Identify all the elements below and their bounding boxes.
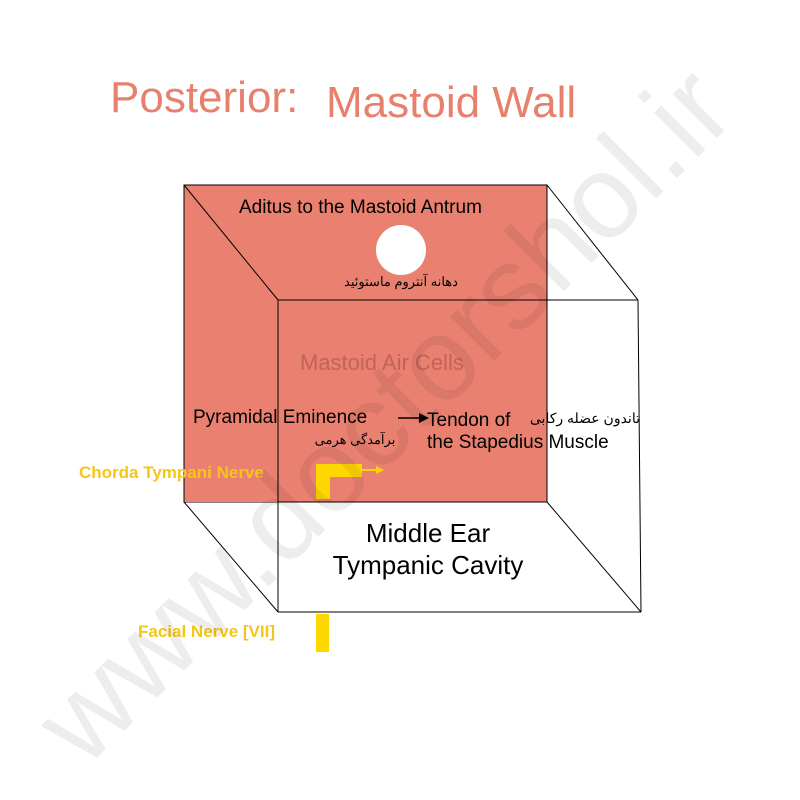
title-part1: Posterior:	[110, 73, 298, 122]
title-part2: Mastoid Wall	[326, 78, 576, 127]
tendon-label-line1: Tendon of	[427, 410, 511, 431]
cube-edges	[183, 184, 642, 613]
tendon-label-fa: تاندون عضله رکابی	[530, 410, 640, 427]
facial-nerve-label: Facial Nerve [VII]	[138, 622, 275, 641]
watermark: www.doctorshol.ir	[9, 41, 757, 789]
pyramidal-to-tendon-arrow	[398, 413, 429, 423]
chorda-tympani-label: Chorda Tympani Nerve	[79, 463, 264, 482]
left-face-fill	[184, 185, 278, 502]
aditus-label: Aditus to the Mastoid Antrum	[239, 197, 482, 218]
tendon-label-line2: the Stapedius Muscle	[427, 432, 609, 453]
middle-ear-label-line2: Tympanic Cavity	[333, 550, 524, 580]
middle-ear-label-line1: Middle Ear	[366, 518, 491, 548]
aditus-opening	[376, 225, 426, 275]
chorda-tympani-nerve	[316, 464, 384, 499]
pyramidal-eminence-label: Pyramidal Eminence	[193, 407, 367, 428]
aditus-label-fa: دهانه آنتروم ماستوئید	[344, 273, 458, 290]
mastoid-air-cells-label: Mastoid Air Cells	[300, 350, 464, 375]
pyramidal-eminence-label-fa: برآمدگی هرمی	[315, 431, 396, 448]
facial-nerve	[316, 614, 329, 652]
